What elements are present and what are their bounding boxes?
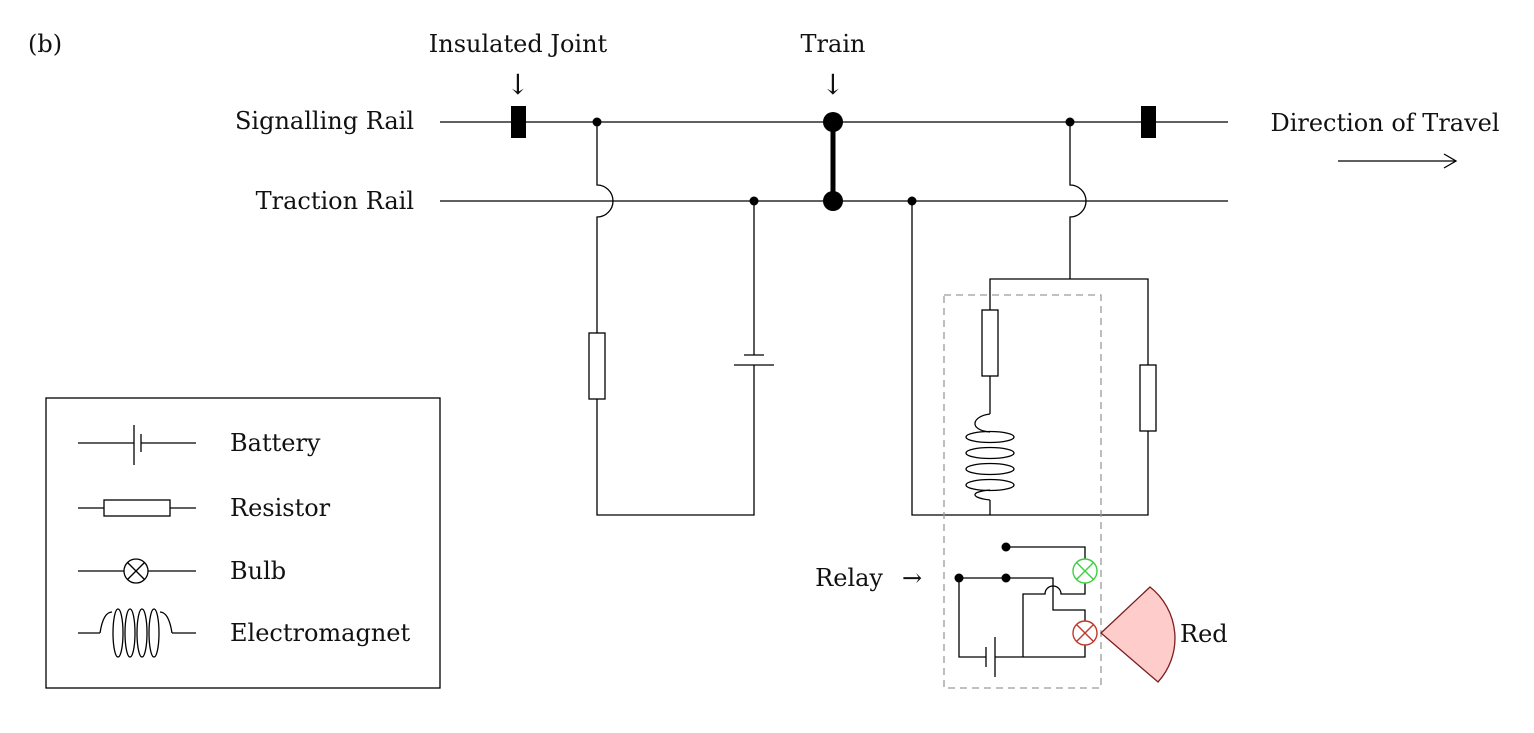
insulated-joint-label: Insulated Joint xyxy=(429,30,608,58)
insulated-joint-right xyxy=(1141,106,1156,138)
traction-rail-label: Traction Rail xyxy=(256,187,414,215)
red-light-beam xyxy=(1100,586,1176,683)
legend-electromagnet-label: Electromagnet xyxy=(230,619,410,647)
direction-arrow xyxy=(1338,153,1458,169)
train-arrow: ↓ xyxy=(821,68,844,101)
green-bulb xyxy=(1072,558,1098,584)
relay-circuit xyxy=(907,117,1157,516)
legend-resistor-label: Resistor xyxy=(230,494,331,522)
train-label: Train xyxy=(801,30,866,58)
legend-bulb-label: Bulb xyxy=(230,557,286,585)
insulated-joint-left xyxy=(511,106,526,138)
relay-label: Relay xyxy=(815,564,883,592)
feed-resistor xyxy=(588,332,606,400)
legend-electromagnet-symbol xyxy=(78,608,196,658)
panel-label: (b) xyxy=(28,30,62,58)
relay-box xyxy=(943,294,1102,689)
red-bulb xyxy=(1072,620,1098,646)
shunt-resistor xyxy=(1139,364,1157,432)
red-light-label: Red xyxy=(1180,620,1228,648)
insulated-joint-arrow: ↓ xyxy=(506,68,529,101)
direction-of-travel-label: Direction of Travel xyxy=(1270,109,1499,137)
legend: Battery Resistor Bulb Electromagnet xyxy=(45,397,441,689)
relay-electromagnet xyxy=(965,413,1015,501)
legend-box xyxy=(45,397,441,689)
relay-resistor xyxy=(981,309,999,377)
signalling-rail-label: Signalling Rail xyxy=(235,107,414,135)
lamp-circuit xyxy=(954,542,1098,677)
legend-battery-symbol xyxy=(78,425,196,465)
legend-resistor-symbol xyxy=(78,499,196,517)
legend-bulb-symbol xyxy=(78,558,196,584)
feed-battery xyxy=(734,354,774,366)
relay-arrow: → xyxy=(902,564,922,592)
lamp-battery xyxy=(985,637,996,677)
legend-battery-label: Battery xyxy=(230,429,321,457)
feed-circuit xyxy=(588,117,774,516)
train-axle xyxy=(823,112,843,211)
